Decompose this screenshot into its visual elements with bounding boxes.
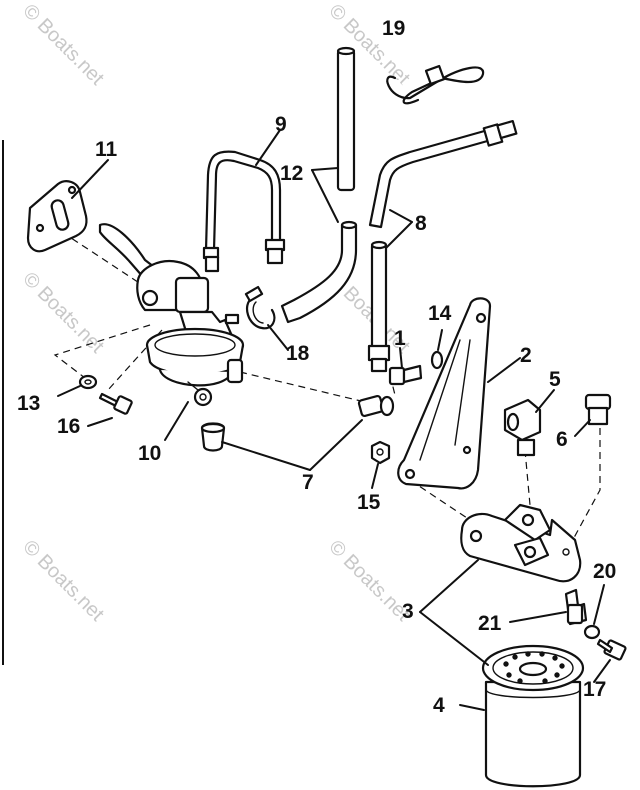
callout-12: 12 [280, 162, 303, 185]
callout-16: 16 [57, 415, 80, 438]
callout-10: 10 [138, 442, 161, 465]
callout-5: 5 [549, 368, 561, 391]
watermark: © Boats.net [18, 536, 108, 626]
part-20-washer [583, 624, 601, 640]
callout-21: 21 [478, 612, 502, 635]
part-5-elbow [503, 398, 542, 457]
part-19-tie-strap [386, 64, 485, 105]
callout-15: 15 [357, 491, 381, 514]
callout-11: 11 [95, 138, 118, 161]
callout-14: 14 [428, 302, 452, 325]
part-15-nut [370, 440, 391, 465]
part-17-screw [596, 638, 627, 661]
callout-17: 17 [583, 678, 606, 701]
watermark: © Boats.net [18, 0, 108, 90]
callout-4: 4 [433, 694, 445, 717]
leader-lines [57, 129, 611, 711]
callout-3: 3 [402, 600, 414, 623]
part-21-clip [564, 588, 588, 626]
part-10-fuel-pump [98, 223, 245, 407]
callout-19: 19 [382, 17, 405, 40]
callout-18: 18 [286, 342, 310, 365]
part-3-filter-head [460, 503, 582, 583]
callout-9: 9 [275, 113, 287, 136]
callout-7: 7 [302, 471, 314, 494]
part-18-clamp [244, 285, 276, 330]
part-7-fittings [200, 394, 395, 452]
filter-holes [503, 651, 565, 684]
part-4-fuel-filter [481, 644, 585, 788]
part-16-screw [98, 392, 133, 415]
part-14-lock-washer [430, 350, 444, 370]
callouts: 1 2 3 4 5 6 7 8 9 10 11 12 13 14 15 16 1… [17, 17, 616, 717]
part-8-fuel-line [367, 119, 518, 373]
callout-6: 6 [556, 428, 568, 451]
watermark: © Boats.net [324, 536, 414, 626]
callout-2: 2 [520, 344, 532, 367]
callout-13: 13 [17, 392, 40, 415]
part-12-hose [280, 46, 358, 324]
part-2-bracket [397, 297, 492, 490]
callout-1: 1 [394, 327, 406, 350]
callout-8: 8 [415, 212, 427, 235]
part-6-fitting [584, 393, 612, 426]
watermark: © Boats.net [18, 268, 108, 358]
callout-20: 20 [593, 560, 616, 583]
part-1-bolt [388, 364, 423, 386]
part-9-fuel-tube [202, 150, 286, 273]
part-13-washer [78, 374, 98, 390]
